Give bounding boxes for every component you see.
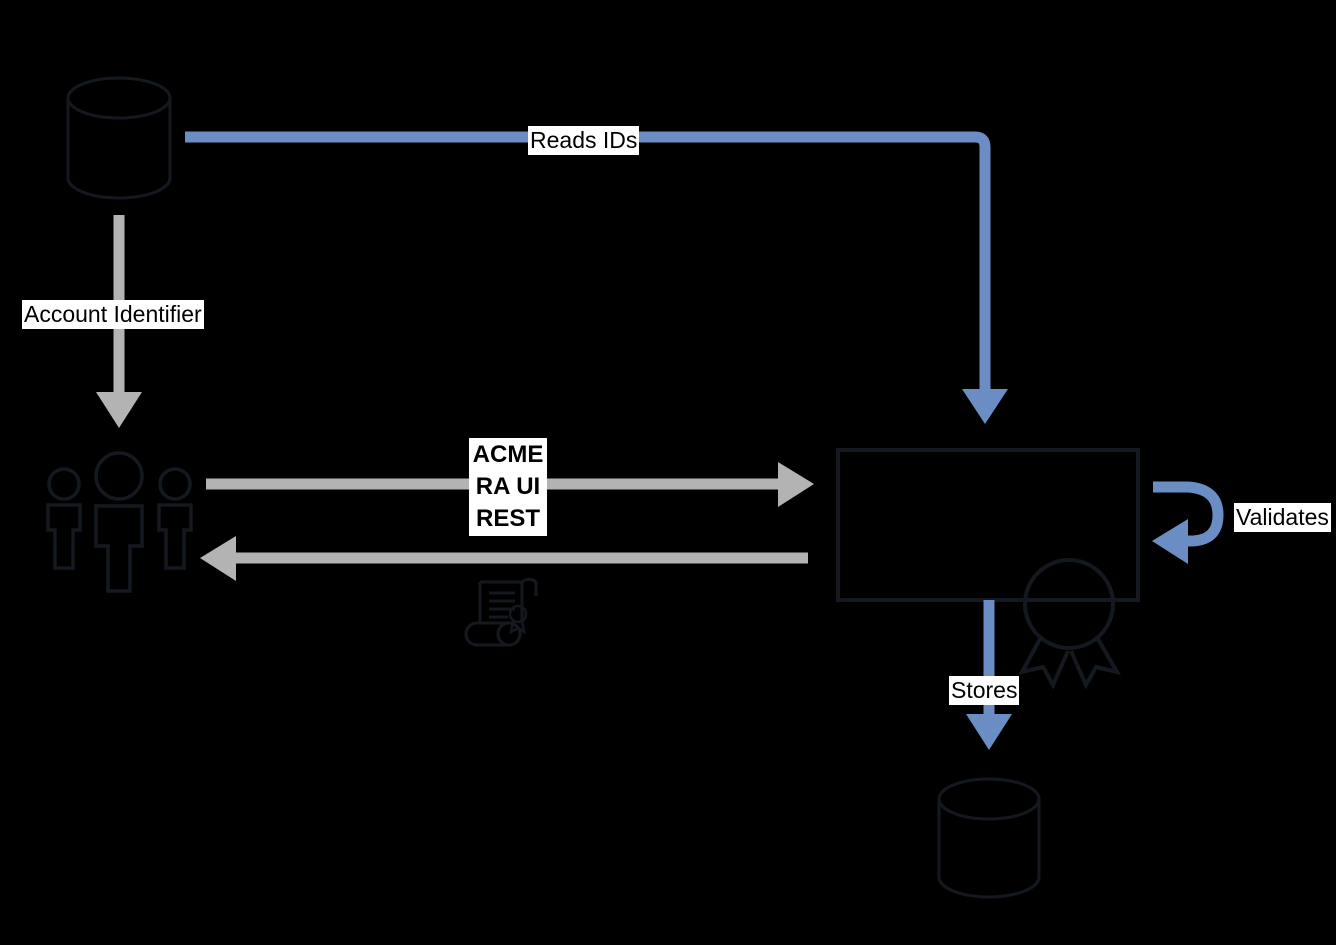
users-group-icon — [46, 451, 193, 593]
database-cylinder-icon-target — [937, 777, 1041, 899]
edge-stores — [966, 600, 1012, 750]
award-badge-icon — [1018, 558, 1122, 690]
edge-label-stores: Stores — [949, 676, 1020, 705]
certificate-scroll-icon — [464, 577, 538, 647]
edge-reads-ids — [185, 131, 1008, 424]
edge-label-reads-ids: Reads IDs — [528, 126, 640, 155]
edge-label-account-identifier: Account Identifier — [22, 300, 204, 329]
edge-label-line-acme: ACME — [472, 441, 544, 468]
ra-service-box[interactable] — [836, 448, 1140, 602]
edge-validates — [1152, 481, 1224, 564]
edge-label-line-rest: REST — [475, 505, 540, 532]
edge-label-line-ra-ui: RA UI — [475, 473, 541, 500]
edge-response — [200, 536, 808, 581]
database-cylinder-icon-source — [66, 76, 172, 200]
edge-label-validates: Validates — [1234, 503, 1331, 532]
edge-label-acme-ra-ui-rest: ACME RA UI REST — [469, 438, 547, 536]
